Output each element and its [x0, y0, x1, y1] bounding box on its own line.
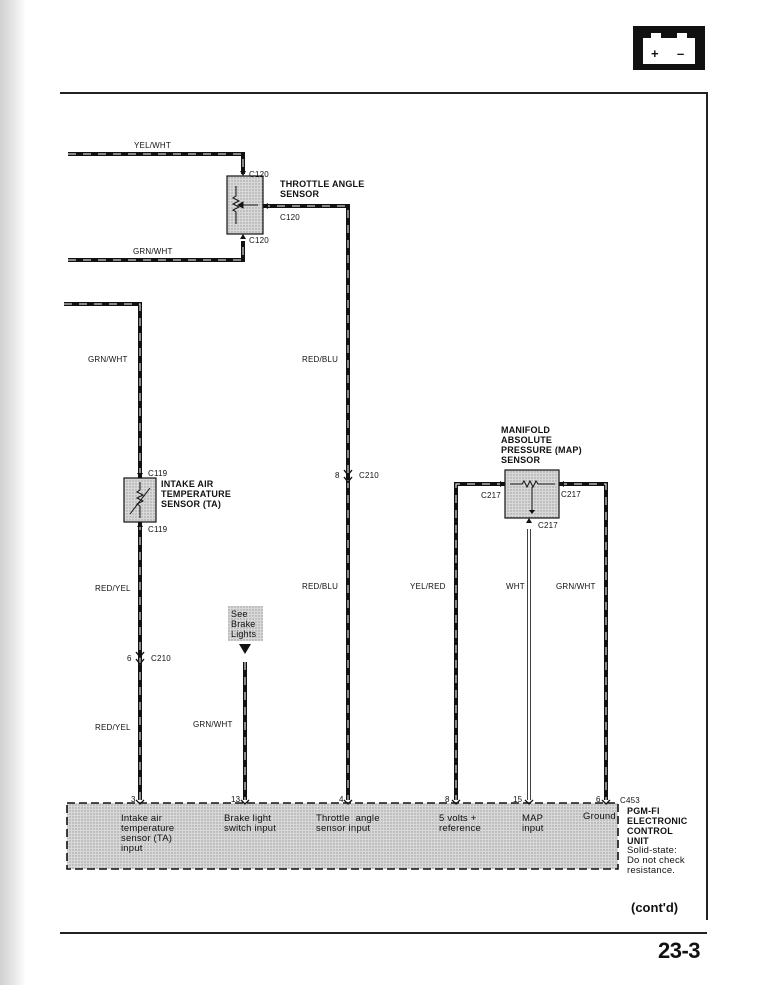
wire-grn-wht-right [559, 482, 608, 800]
frame-top-rule [60, 92, 707, 94]
ecu-solid-state-note: Solid-state: Do not check resistance. [627, 845, 685, 876]
connector-c120-top: C120 [249, 170, 269, 179]
frame-right-rule [706, 92, 708, 920]
wire-label-red-yel-lower: RED/YEL [95, 723, 131, 732]
wire-yel-wht [68, 152, 245, 174]
wire-label-red-blu-lower: RED/BLU [302, 582, 339, 591]
battery-plus: + [651, 46, 659, 61]
ecu-pin-13: 13 [231, 795, 241, 804]
wire-label-red-blu-upper: RED/BLU [302, 355, 339, 364]
wire-label-grn-wht-brake: GRN/WHT [193, 720, 233, 729]
page-number: 23-3 [658, 938, 701, 963]
continued-label: (cont'd) [631, 900, 679, 915]
map-sensor-label: MANIFOLD ABSOLUTE PRESSURE (MAP) SENSOR [501, 425, 582, 465]
ecu-input-5v-reference: 5 volts + reference [439, 813, 481, 834]
iat-sensor-thermistor [135, 482, 145, 518]
connector-c119-bottom: C119 [148, 525, 168, 534]
battery-terminal-positive [651, 33, 661, 39]
intake-air-temp-sensor-label: INTAKE AIR TEMPERATURE SENSOR (TA) [161, 479, 232, 509]
frame-bottom-rule [60, 932, 707, 934]
map-sensor-resistor [510, 479, 555, 489]
see-brake-lights-box [228, 606, 263, 641]
wire-label-grn-wht-right: GRN/WHT [556, 582, 596, 591]
ecu-pin-15: 15 [513, 795, 523, 804]
battery-minus: – [677, 46, 685, 61]
ecu-name-label: PGM-FI ELECTRONIC CONTROL UNIT [627, 806, 688, 846]
wire-label-yel-wht: YEL/WHT [134, 141, 171, 150]
throttle-sensor-resistor [231, 186, 241, 224]
connector-c210-pin-6: 6 [127, 654, 132, 663]
battery-icon: + – [633, 26, 705, 70]
c210-connector-8 [343, 469, 353, 484]
page-binding-shadow [0, 0, 26, 985]
connector-c453: C453 [620, 796, 640, 805]
connector-c217-bottom: C217 [538, 521, 558, 530]
connector-c217-right: C217 [561, 490, 581, 499]
c210-connector-6 [135, 651, 145, 666]
connector-c210-label-8: C210 [359, 471, 379, 480]
ecu-pin-8: 8 [445, 795, 450, 804]
wire-grn-wht-left [64, 302, 142, 478]
see-brake-lights-label: See Brake Lights [231, 609, 257, 639]
connector-c217-left: C217 [481, 491, 501, 500]
ecu-box [66, 802, 619, 870]
battery-terminal-negative [677, 33, 687, 39]
ecu-input-ground: Ground [583, 811, 616, 822]
wire-red-blu [262, 204, 350, 800]
ecu-pin-6: 6 [596, 795, 601, 804]
wire-label-yel-red: YEL/RED [410, 582, 446, 591]
connector-c120-bottom: C120 [249, 236, 269, 245]
ecu-input-brake-light-switch: Brake light switch input [224, 813, 277, 834]
ecu-input-map: MAP input [522, 813, 544, 834]
connector-c120-right: C120 [280, 213, 300, 222]
connector-c210-pin-8: 8 [335, 471, 340, 480]
throttle-angle-sensor-label: THROTTLE ANGLE SENSOR [280, 179, 365, 199]
ecu-pin-4: 4 [339, 795, 344, 804]
battery-body: + – [643, 38, 695, 64]
ecu-input-intake-air-temp: Intake air temperature sensor (TA) input [121, 813, 175, 854]
ecu-input-throttle-angle: Throttle angle sensor input [316, 813, 380, 834]
wire-label-grn-wht-left: GRN/WHT [88, 355, 128, 364]
wire-label-red-yel-upper: RED/YEL [95, 584, 131, 593]
connector-c119-top: C119 [148, 469, 168, 478]
wire-label-wht: WHT [506, 582, 525, 591]
wire-yel-red [454, 482, 505, 800]
ecu-pin-3: 3 [131, 795, 136, 804]
connector-c210-label-6: C210 [151, 654, 171, 663]
wire-label-grn-wht-top: GRN/WHT [133, 247, 173, 256]
